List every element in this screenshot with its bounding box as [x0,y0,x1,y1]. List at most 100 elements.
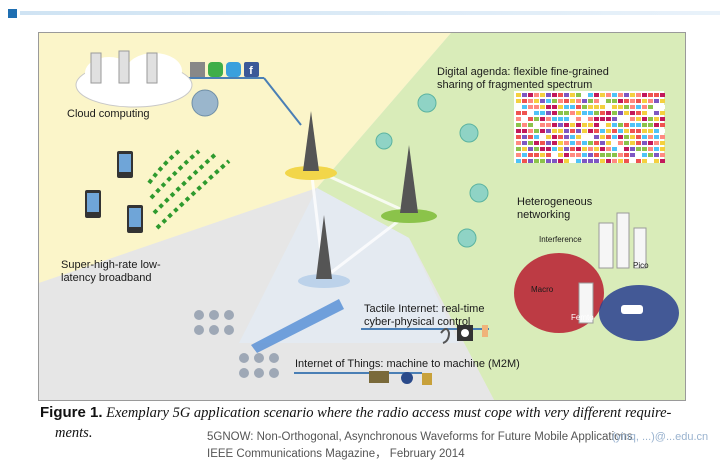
spectrum-cell [534,153,539,157]
spectrum-cell [540,141,545,145]
spectrum-cell [594,153,599,157]
spectrum-cell [558,93,563,97]
spectrum-cell [654,147,659,151]
source-journal: IEEE Communications Magazine， February 2… [207,448,465,460]
spectrum-cell [588,159,593,163]
spectrum-cell [570,159,575,163]
cloud-icon [75,50,193,108]
spectrum-cell [618,153,623,157]
caption-text-line2: ments. [55,425,93,441]
spectrum-cell [642,135,647,139]
spectrum-cell [612,117,617,121]
spectrum-cell [642,141,647,145]
spectrum-cell [606,129,611,133]
spectrum-cell [588,153,593,157]
spectrum-cell [558,117,563,121]
spectrum-cell [588,147,593,151]
spectrum-cell [576,105,581,109]
spectrum-cell [612,159,617,163]
spectrum-cell [660,123,665,127]
spectrum-cell [564,99,569,103]
spectrum-cell [648,129,653,133]
spectrum-cell [516,111,521,115]
spectrum-cell [654,111,659,115]
spectrum-cell [546,111,551,115]
spectrum-cell [576,123,581,127]
spectrum-cell [552,117,557,121]
spectrum-cell [552,147,557,151]
spectrum-cell [648,141,653,145]
spectrum-cell [516,99,521,103]
app-icon [190,62,205,77]
spectrum-cell [582,111,587,115]
spectrum-cell [648,135,653,139]
spectrum-cell [528,141,533,145]
author-email: (yinq, ...)@...edu.cn [612,431,709,443]
spectrum-cell [516,159,521,163]
spectrum-cell [564,141,569,145]
spectrum-cell [660,159,665,163]
skype-icon [226,62,241,77]
spectrum-cell [600,105,605,109]
spectrum-cell [618,123,623,127]
spectrum-cell [582,159,587,163]
spectrum-cell [600,93,605,97]
spectrum-cell [624,123,629,127]
spectrum-cell [522,141,527,145]
spectrum-cell [630,99,635,103]
spectrum-cell [630,153,635,157]
caption-text: Exemplary 5G application scenario where … [106,405,672,421]
spectrum-cell [534,117,539,121]
building-icon [578,212,647,324]
spectrum-cell [516,93,521,97]
spectrum-cell [636,129,641,133]
spectrum-cell [516,147,521,151]
spectrum-cell [624,93,629,97]
spectrum-cell [546,117,551,121]
spectrum-cell [570,93,575,97]
spectrum-cell [648,159,653,163]
spectrum-cell [618,93,623,97]
spectrum-cell [534,159,539,163]
label-macro: Macro [531,285,554,294]
spectrum-cell [582,153,587,157]
spectrum-cell [654,135,659,139]
spectrum-cell [624,111,629,115]
spectrum-cell [540,147,545,151]
spectrum-cell [558,147,563,151]
spectrum-cell [588,105,593,109]
spectrum-cell [570,111,575,115]
spectrum-cell [600,111,605,115]
spectrum-cell [612,153,617,157]
spectrum-cell [546,147,551,151]
svg-text:f: f [249,65,253,77]
spectrum-cell [570,147,575,151]
spectrum-cell [528,147,533,151]
spectrum-cell [624,105,629,109]
spectrum-cell [576,111,581,115]
spectrum-cell [594,111,599,115]
spectrum-cell [636,159,641,163]
spectrum-cell [606,141,611,145]
spectrum-cell [546,123,551,127]
spectrum-cell [630,123,635,127]
spectrum-cell [522,159,527,163]
spectrum-cell [594,117,599,121]
spectrum-cell [552,123,557,127]
spectrum-cell [570,99,575,103]
spectrum-cell [648,123,653,127]
spectrum-cell [552,129,557,133]
spectrum-cell [630,129,635,133]
spectrum-cell [618,135,623,139]
spectrum-cell [636,123,641,127]
spectrum-cell [600,123,605,127]
spectrum-cell [570,117,575,121]
server-rack-icon [90,52,102,84]
spectrum-cell [570,105,575,109]
spectrum-cell [648,105,653,109]
spectrum-cell [642,111,647,115]
spectrum-cell [534,105,539,109]
spectrum-cell [540,135,545,139]
spectrum-cell [630,141,635,145]
spectrum-cell [588,93,593,97]
